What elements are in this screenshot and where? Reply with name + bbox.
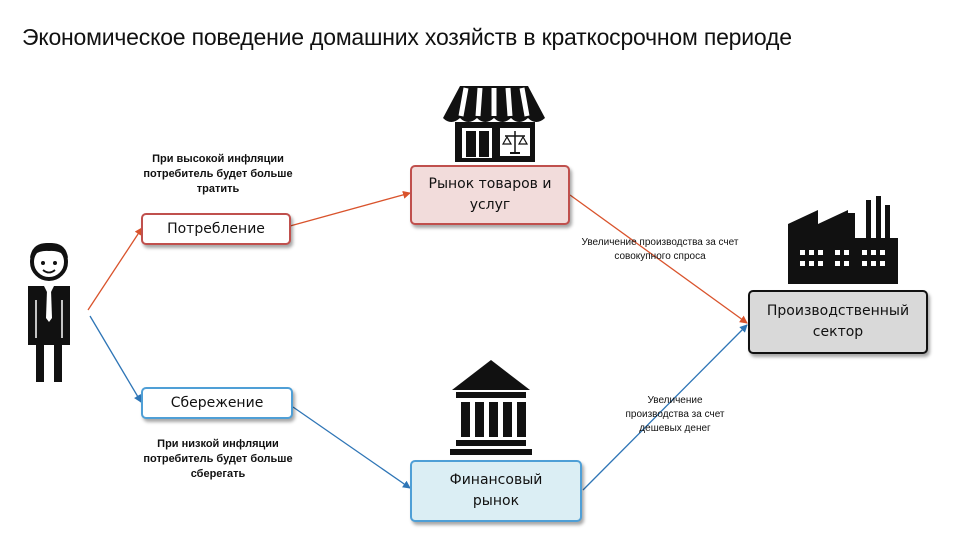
financial-market-box: Финансовый рынок <box>410 460 582 522</box>
production-sector-box: Производственный сектор <box>748 290 928 354</box>
savings-box: Сбережение <box>141 387 293 419</box>
arrow-person-to-consumption <box>87 227 143 311</box>
factory-icon <box>788 196 898 284</box>
high-inflation-note: При высокой инфляции потребитель будет б… <box>143 153 293 195</box>
consumption-box: Потребление <box>141 213 291 245</box>
bank-icon <box>450 360 532 455</box>
low-inflation-note: При низкой инфляции потребитель будет бо… <box>143 438 293 480</box>
cheap-money-note: Увеличение производства за счет дешевых … <box>625 395 725 434</box>
aggregate-demand-note: Увеличение производства за счет совокупн… <box>581 237 739 262</box>
person-icon <box>28 242 70 382</box>
arrow-consumption-to-goods-market <box>289 190 411 227</box>
goods-market-box: Рынок товаров и услуг <box>410 165 570 225</box>
arrow-savings-to-financial-market <box>292 406 411 489</box>
arrow-goods-market-to-production <box>569 194 748 324</box>
shop-icon <box>443 86 545 162</box>
page-title: Экономическое поведение домашних хозяйст… <box>22 24 792 50</box>
arrow-person-to-savings <box>89 315 142 403</box>
arrow-financial-market-to-production <box>582 324 748 491</box>
